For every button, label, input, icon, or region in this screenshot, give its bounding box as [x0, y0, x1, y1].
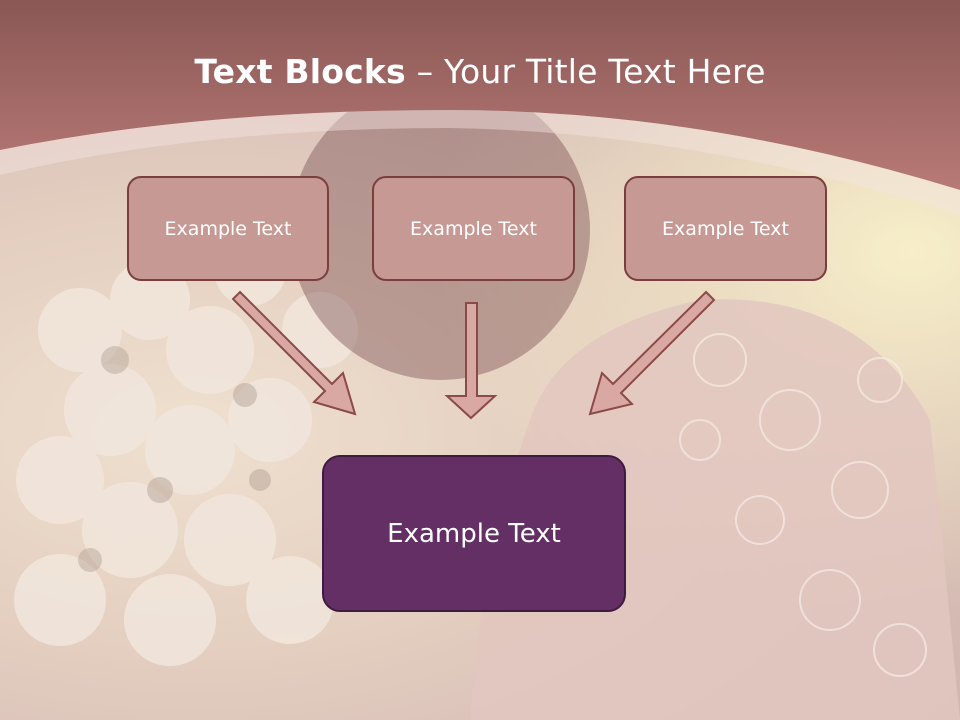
text-block-left-label: Example Text	[164, 217, 292, 240]
header-swoosh	[0, 110, 960, 215]
text-block-right[interactable]: Example Text	[624, 176, 827, 281]
text-block-main[interactable]: Example Text	[322, 455, 626, 612]
header-band	[0, 0, 960, 190]
text-block-center-label: Example Text	[410, 217, 537, 240]
title-rest: Your Title Text Here	[443, 52, 766, 91]
arrow-center	[444, 302, 498, 420]
slide-title: Text Blocks – Your Title Text Here	[0, 52, 960, 91]
arrow-right	[588, 290, 716, 416]
lace-pattern	[679, 333, 927, 677]
text-block-right-label: Example Text	[662, 217, 789, 240]
title-dash: –	[405, 52, 444, 91]
text-block-center[interactable]: Example Text	[372, 176, 575, 281]
title-bold: Text Blocks	[194, 52, 406, 91]
arrow-left	[231, 290, 357, 416]
text-block-left[interactable]: Example Text	[127, 176, 329, 281]
text-block-main-label: Example Text	[387, 518, 561, 549]
